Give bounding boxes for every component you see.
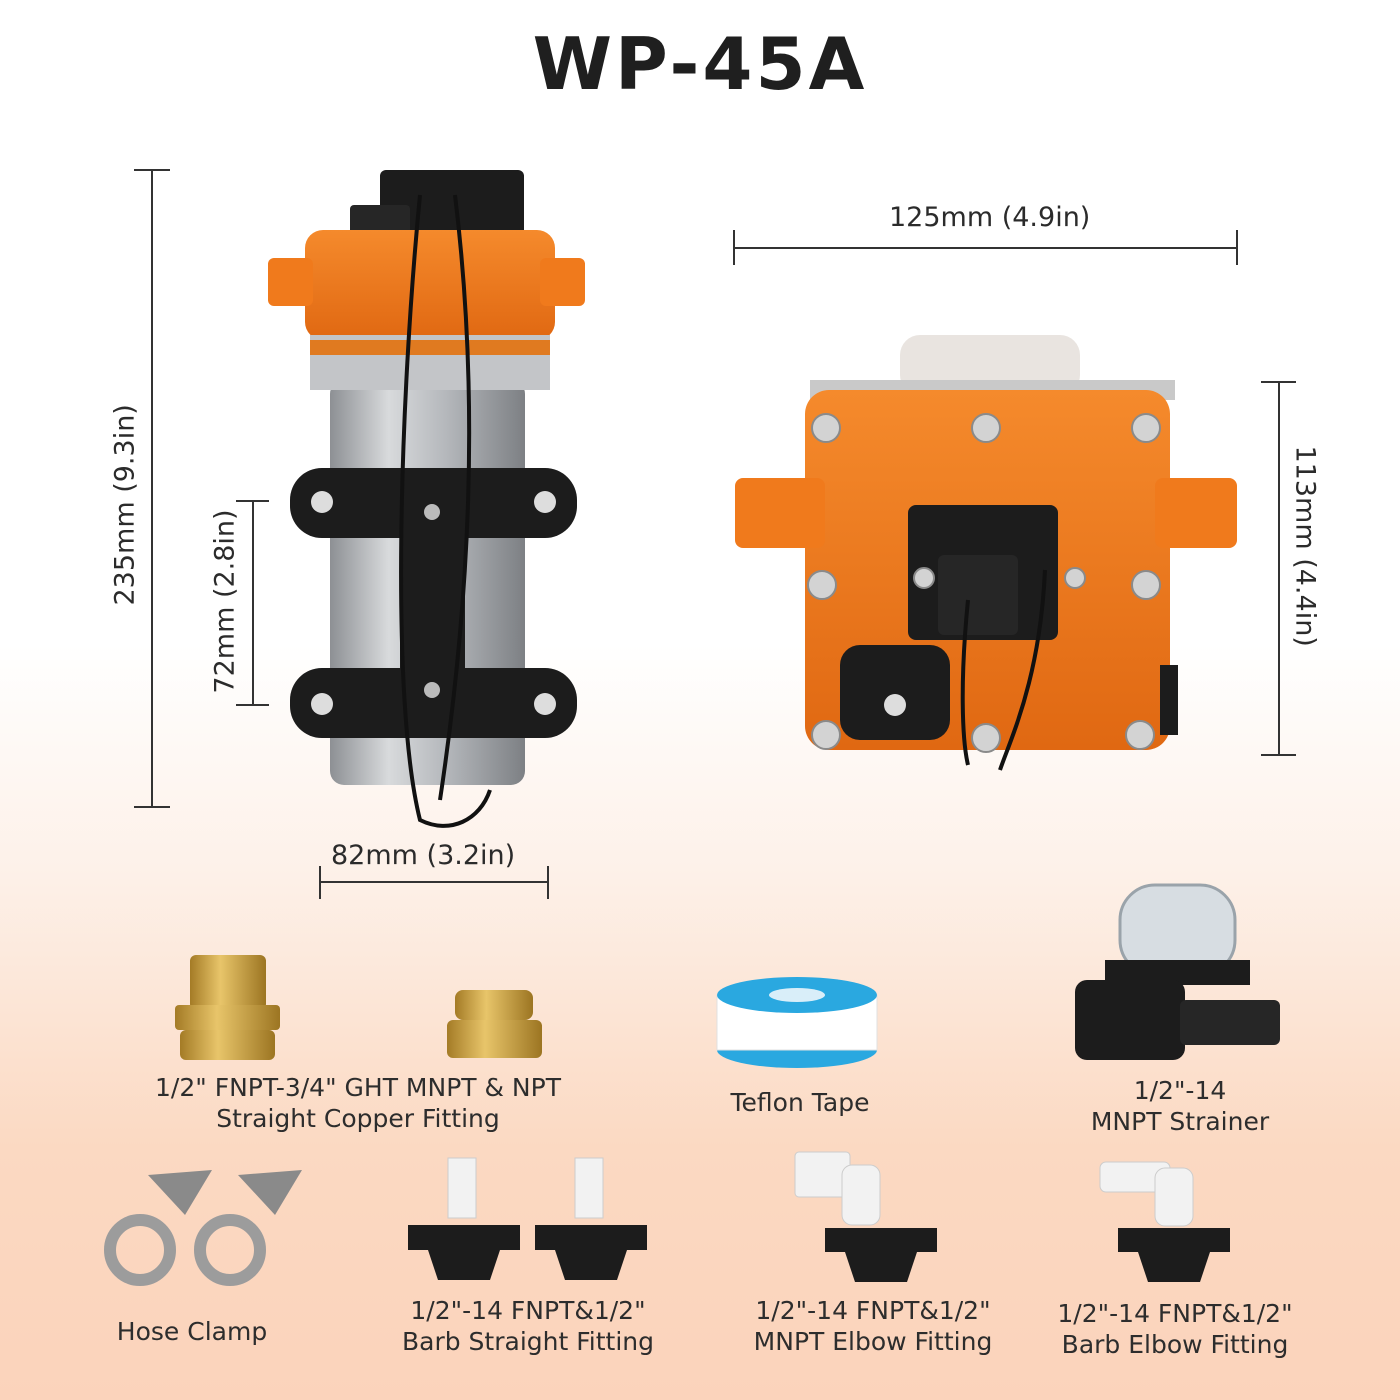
- width-front-cap-left: [319, 866, 321, 899]
- caption-strainer: 1/2"-14 MNPT Strainer: [1070, 1075, 1290, 1137]
- height-side-line: [1278, 382, 1280, 755]
- height-side-cap-top: [1261, 381, 1296, 383]
- caption-copper-fitting-line1: 1/2" FNPT-3/4" GHT MNPT & NPT: [155, 1073, 561, 1102]
- length-top-line: [734, 247, 1238, 249]
- length-top-cap-right: [1236, 230, 1238, 265]
- caption-mnpt-elbow-line2: MNPT Elbow Fitting: [753, 1327, 993, 1356]
- caption-strainer-line2: MNPT Strainer: [1090, 1107, 1270, 1136]
- caption-teflon-tape: Teflon Tape: [700, 1087, 900, 1118]
- width-front-cap-right: [547, 866, 549, 899]
- caption-barb-elbow-line1: 1/2"-14 FNPT&1/2": [1057, 1299, 1293, 1328]
- product-title: WP-45A: [532, 22, 868, 106]
- caption-hose-clamp: Hose Clamp: [92, 1316, 292, 1347]
- height-side-cap-bottom: [1261, 754, 1296, 756]
- width-front-line: [319, 881, 549, 883]
- caption-barb-straight-line1: 1/2"-14 FNPT&1/2": [410, 1296, 646, 1325]
- caption-copper-fitting: 1/2" FNPT-3/4" GHT MNPT & NPT Straight C…: [143, 1072, 573, 1134]
- caption-copper-fitting-line2: Straight Copper Fitting: [216, 1104, 500, 1133]
- height-total-cap-bottom: [134, 806, 170, 808]
- caption-teflon-tape-line1: Teflon Tape: [730, 1088, 870, 1117]
- caption-barb-straight: 1/2"-14 FNPT&1/2" Barb Straight Fitting: [393, 1295, 663, 1357]
- caption-barb-straight-line2: Barb Straight Fitting: [401, 1327, 654, 1356]
- bracket-spacing-cap-bottom: [236, 704, 269, 706]
- height-total-line: [151, 170, 153, 807]
- caption-strainer-line1: 1/2"-14: [1133, 1076, 1227, 1105]
- bracket-spacing-line: [252, 500, 254, 705]
- caption-mnpt-elbow: 1/2"-14 FNPT&1/2" MNPT Elbow Fitting: [743, 1295, 1003, 1357]
- bracket-spacing-cap-top: [236, 500, 269, 502]
- caption-hose-clamp-line1: Hose Clamp: [116, 1317, 268, 1346]
- length-top-label: 125mm (4.9in): [889, 202, 1091, 233]
- height-total-cap-top: [134, 169, 170, 171]
- caption-barb-elbow-line2: Barb Elbow Fitting: [1061, 1330, 1289, 1359]
- length-top-cap-left: [733, 230, 735, 265]
- width-front-label: 82mm (3.2in): [331, 840, 516, 871]
- caption-barb-elbow: 1/2"-14 FNPT&1/2" Barb Elbow Fitting: [1050, 1298, 1300, 1360]
- caption-mnpt-elbow-line1: 1/2"-14 FNPT&1/2": [755, 1296, 991, 1325]
